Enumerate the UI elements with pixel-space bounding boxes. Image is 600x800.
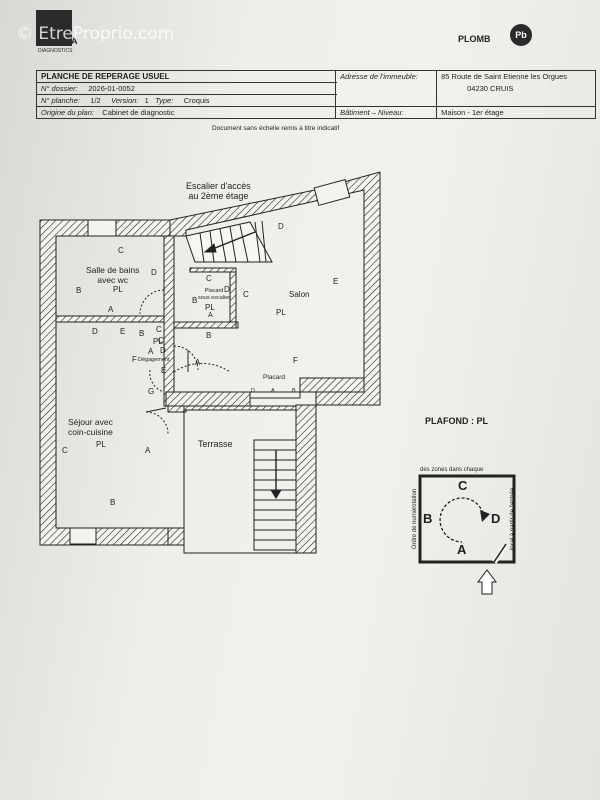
- interior-walls: [55, 235, 365, 413]
- placard2-label: Placard: [263, 374, 286, 381]
- letter-d-sejour: D: [92, 327, 98, 336]
- salon-label: Salon: [289, 290, 310, 299]
- letter-d-sdb: D: [151, 268, 157, 277]
- letter-d-placard2: D: [251, 388, 255, 394]
- windows: [69, 179, 351, 545]
- watermark: © EtreProprio.com: [16, 24, 175, 44]
- letter-c-sejour: C: [62, 446, 68, 455]
- legend-a: A: [457, 542, 467, 557]
- plomb-label: PLOMB: [458, 34, 491, 44]
- scale-note: Document sans échelle remis à titre indi…: [212, 125, 340, 132]
- salle-de-bains-label: Salle de bains avec wc: [86, 265, 140, 285]
- placard-label: Placard sous escalier: [198, 288, 231, 301]
- logo-subtitle: DIAGNOSTICS: [38, 48, 73, 54]
- letter-c-sdb: C: [118, 246, 124, 255]
- letter-c-deg: C: [156, 325, 162, 334]
- adresse-line1: 85 Route de Saint Etienne les Orgues: [436, 70, 596, 83]
- legend-c: C: [458, 478, 468, 493]
- stairs-terrace: [253, 439, 297, 551]
- legend-b: B: [423, 511, 433, 526]
- letter-e-deg: E: [161, 366, 167, 375]
- zone-legend: [418, 474, 516, 595]
- batiment-value: Maison - 1er étage: [436, 106, 596, 119]
- pl-sejour: PL: [96, 440, 106, 449]
- door-swings: [139, 289, 231, 435]
- terrasse-label: Terrasse: [198, 439, 233, 449]
- legend-d: D: [491, 511, 501, 526]
- letter-g-sejour: G: [148, 387, 155, 396]
- agenda-logo-icon: [36, 10, 72, 46]
- letter-c-salon: C: [243, 290, 249, 299]
- letter-a-deg: A: [148, 347, 154, 356]
- pl-deg: PL: [153, 337, 163, 346]
- letter-d-placard: D: [224, 285, 230, 294]
- letter-a-sdb: A: [108, 305, 114, 314]
- legend-left-text: Ordre de numérotation: [412, 488, 418, 550]
- letter-f-salon: F: [293, 356, 298, 365]
- legend-right-text: local à partir de l'entrée: [510, 487, 516, 551]
- adresse-line2: 04230 CRUIS: [436, 82, 596, 95]
- letter-b-placard: B: [192, 296, 198, 305]
- dossier-label: N° dossier:: [41, 84, 78, 93]
- letter-d-deg: D: [160, 346, 166, 355]
- pl-sdb: PL: [113, 285, 123, 294]
- escalier-label: Escalier d'accès au 2ème étage: [186, 181, 251, 201]
- letter-b-sejour: B: [110, 498, 116, 507]
- letter-e-salon: E: [333, 277, 339, 286]
- letter-a-placard: A: [208, 312, 213, 319]
- letter-a-placard2: A: [271, 388, 275, 394]
- stairs-upper: [185, 220, 273, 263]
- pb-badge-icon: Pb: [510, 24, 532, 46]
- terrasse-outline: [183, 409, 297, 554]
- letter-b-deg: B: [139, 329, 145, 338]
- dossier-value: 2026-01-0052: [88, 84, 135, 93]
- letter-a-salon: A: [195, 358, 201, 367]
- letter-c-placard: C: [206, 274, 212, 283]
- adresse-label: Adresse de l'immeuble:: [335, 70, 438, 83]
- sejour-label: Séjour avec coin-cuisine: [68, 417, 113, 437]
- letter-a-sejour: A: [145, 446, 151, 455]
- letter-f-deg: F: [132, 355, 137, 364]
- pl-salon: PL: [276, 308, 286, 317]
- degagement-label: Dégagement: [138, 357, 170, 363]
- letter-d-escalier: D: [278, 222, 284, 231]
- batiment-label: Bâtiment – Niveau:: [335, 106, 438, 119]
- info-table: PLANCHE DE REPERAGE USUEL Adresse de l'i…: [35, 70, 596, 119]
- letter-b-placard2: B: [292, 388, 296, 394]
- plafond-label: PLAFOND : PL: [425, 416, 488, 426]
- origine-row: Origine du plan: Cabinet de diagnostic: [35, 106, 337, 119]
- letter-e-sejour: E: [120, 327, 126, 336]
- letter-c2-deg: C: [158, 336, 164, 345]
- letter-b-salon: B: [206, 331, 212, 340]
- logo-name: AGENDA: [36, 36, 79, 46]
- legend-top-text: des zones dans chaque: [420, 467, 484, 473]
- pl-placard: PL: [205, 303, 215, 312]
- letter-b-sdb: B: [76, 286, 82, 295]
